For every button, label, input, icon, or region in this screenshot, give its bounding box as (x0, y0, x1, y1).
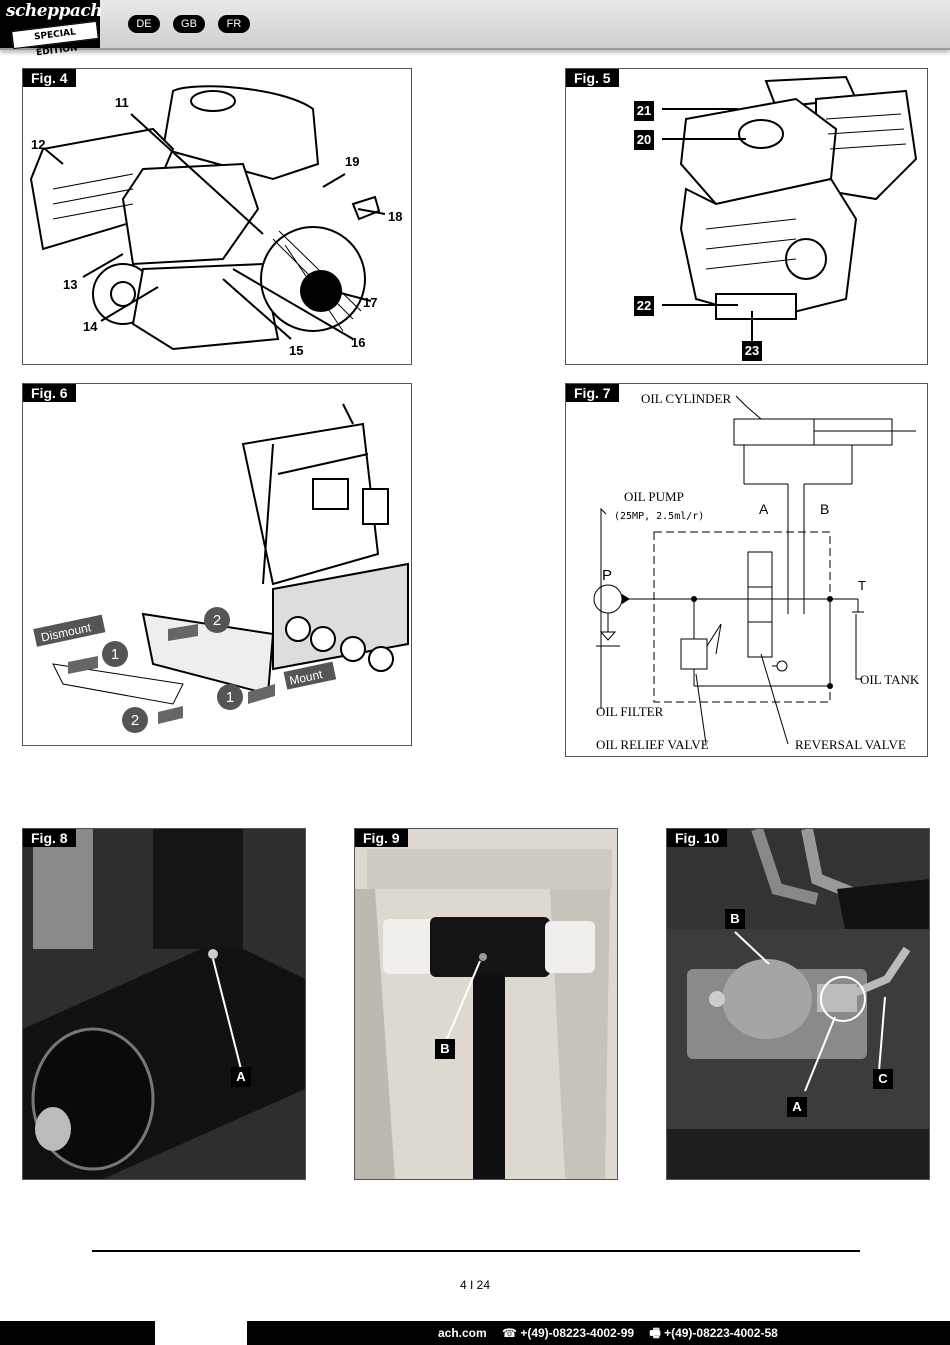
engine-drawing: 11 12 13 14 15 16 17 18 19 (29, 85, 402, 358)
callout-21: 21 (634, 101, 654, 121)
port-b-label: B (820, 501, 829, 517)
marker-a: A (231, 1067, 251, 1087)
footer-bar: ach.com ☎ +(49)-08223-4002-99 🖷 +(49)-08… (0, 1321, 950, 1345)
oil-filter-label: OIL FILTER (596, 704, 664, 719)
figure-10: Fig. 10 B A C (666, 828, 930, 1180)
callout-20: 20 (634, 130, 654, 150)
hydraulic-diagram: OIL CYLINDER (593, 391, 920, 752)
callout-22: 22 (634, 296, 654, 316)
step-2-mount: 2 (131, 712, 139, 729)
language-gb[interactable]: GB (173, 15, 205, 33)
scheppach-logo: scheppach SPECIAL EDITION (0, 0, 103, 58)
language-fr[interactable]: FR (218, 15, 250, 33)
footer-rule (92, 1250, 860, 1252)
pump-photo (667, 829, 929, 1179)
callout-15: 15 (289, 343, 303, 358)
footer-contact: ach.com ☎ +(49)-08223-4002-99 🖷 +(49)-08… (438, 1321, 790, 1345)
marker-c: C (873, 1069, 893, 1089)
figure-caption: Fig. 8 (23, 829, 76, 847)
callout-17: 17 (363, 295, 377, 310)
marker-b: B (725, 909, 745, 929)
edition-badge: SPECIAL EDITION (11, 20, 99, 58)
reversal-valve-label: REVERSAL VALVE (795, 737, 906, 752)
callout-13: 13 (63, 277, 77, 292)
brand-name: scheppach (6, 1, 103, 21)
figure-caption: Fig. 10 (667, 829, 728, 847)
step-1-mount: 1 (226, 689, 234, 706)
step-2-dismount: 2 (213, 612, 221, 629)
phone-number: ☎ +(49)-08223-4002-99 (502, 1326, 635, 1340)
figure-7: Fig. 7 OIL CYLINDER (565, 383, 928, 757)
figure-8: Fig. 8 A (22, 828, 306, 1180)
engine-drawing (662, 75, 918, 341)
figure-caption: Fig. 5 (566, 69, 619, 87)
oil-pump-label: OIL PUMP (624, 489, 684, 504)
port-a-label: A (759, 501, 769, 517)
oil-cylinder-label: OIL CYLINDER (641, 391, 731, 406)
language-de[interactable]: DE (128, 15, 160, 33)
figure-4: Fig. 4 (22, 68, 412, 365)
footer-gap (155, 1321, 247, 1345)
mount-label: Mount (288, 667, 324, 688)
figure-9: Fig. 9 B (354, 828, 618, 1180)
callout-14: 14 (83, 319, 98, 334)
fax-number: 🖷 +(49)-08223-4002-58 (649, 1326, 778, 1340)
tube-photo (355, 829, 617, 1179)
figure-caption: Fig. 9 (355, 829, 408, 847)
callout-19: 19 (345, 154, 359, 169)
cylinder-photo (23, 829, 305, 1179)
page-header: scheppach SPECIAL EDITION DE GB FR (0, 0, 950, 58)
figure-caption: Fig. 4 (23, 69, 76, 87)
website-link[interactable]: ach.com (438, 1326, 487, 1340)
pump-spec-label: (25MP, 2.5ml/r) (614, 511, 704, 522)
marker-a: A (787, 1097, 807, 1117)
callout-18: 18 (388, 209, 402, 224)
figure-caption: Fig. 7 (566, 384, 619, 402)
callout-12: 12 (31, 137, 45, 152)
figure-caption: Fig. 6 (23, 384, 76, 402)
track-mounting-drawing: Dismount Mount 1 2 2 1 (33, 403, 409, 733)
port-t-label: T (858, 578, 866, 593)
page-number: 4 I 24 (459, 1278, 491, 1292)
marker-b: B (435, 1039, 455, 1059)
step-1-dismount: 1 (111, 646, 119, 663)
oil-relief-valve-label: OIL RELIEF VALVE (596, 737, 709, 752)
callout-23: 23 (742, 341, 762, 361)
callout-16: 16 (351, 335, 365, 350)
callout-11: 11 (115, 95, 129, 110)
figure-5: Fig. 5 21 20 22 23 (565, 68, 928, 365)
oil-tank-label: OIL TANK (860, 672, 920, 687)
figure-6: Fig. 6 Dismount (22, 383, 412, 746)
port-p-label: P (602, 567, 612, 584)
